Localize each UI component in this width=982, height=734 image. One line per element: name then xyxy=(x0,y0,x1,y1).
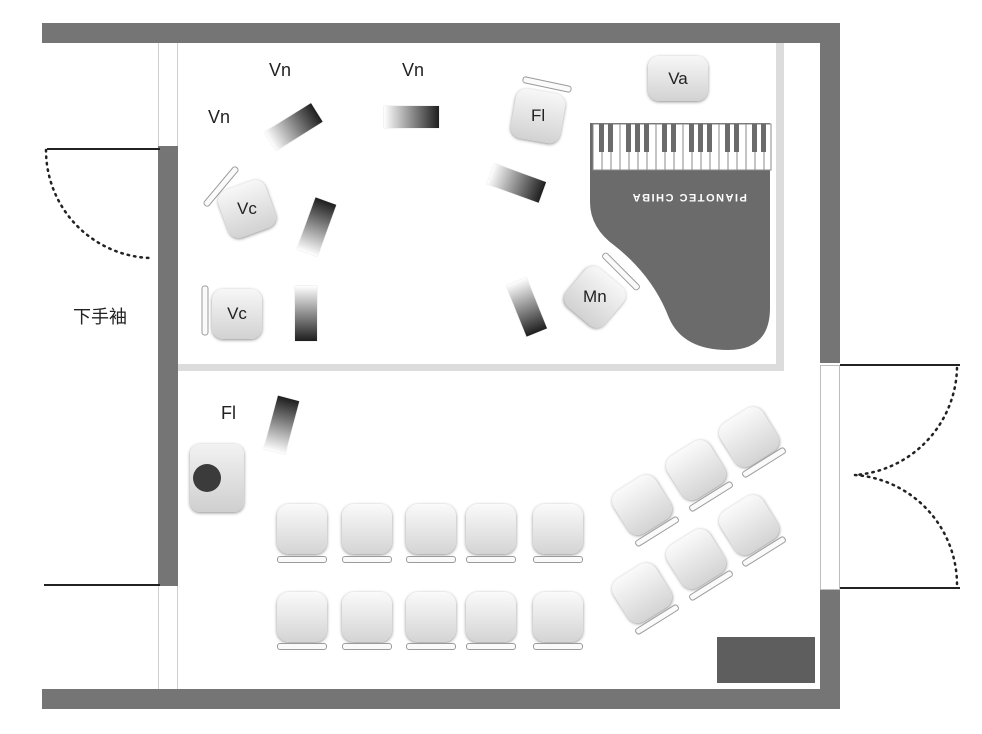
music-stand-vc-2 xyxy=(295,286,317,341)
vc-label-2: Vc xyxy=(227,304,247,323)
audience-seat-angled xyxy=(714,402,784,472)
chair-va: Va xyxy=(648,56,708,101)
audience-seat-back xyxy=(342,556,392,563)
right-door-line-bottom xyxy=(840,587,960,589)
left-door-line-top xyxy=(47,148,160,150)
bottom-wall xyxy=(42,689,840,709)
drum-head xyxy=(193,464,221,492)
right-wall-upper xyxy=(820,23,840,363)
fl-label-lower: Fl xyxy=(221,403,236,423)
vn-label-2: Vn xyxy=(402,60,425,80)
left-opening-upper-edge xyxy=(158,43,178,146)
chair-fl-1: Fl xyxy=(509,87,567,145)
grand-piano-icon: PIANOTEC CHIBA xyxy=(590,123,772,350)
music-stand-mn xyxy=(505,277,548,337)
left-opening-lower-edge xyxy=(158,586,178,689)
audience-seat xyxy=(342,504,392,554)
audience-seat-back xyxy=(277,556,327,563)
right-wall-lower xyxy=(820,590,840,709)
left-door-line-bottom xyxy=(44,584,160,586)
right-door-frame xyxy=(820,365,840,590)
audience-seat-back xyxy=(466,643,516,650)
audience-seat-back xyxy=(466,556,516,563)
audience-seat xyxy=(533,504,583,554)
audience-seat xyxy=(406,592,456,642)
music-stand-vn-1 xyxy=(264,103,323,151)
stage-edge-bottom xyxy=(178,364,784,371)
audience-seat xyxy=(533,592,583,642)
va-label: Va xyxy=(668,68,688,88)
stage-edge-right xyxy=(776,43,784,368)
audience-seat-back xyxy=(533,643,583,650)
left-wall-upper xyxy=(158,146,178,586)
vn-label-3: Vn xyxy=(208,107,231,127)
vc-label-1: Vc xyxy=(237,199,257,218)
fl-label-upper: Fl xyxy=(530,105,546,125)
music-stand-fl-2 xyxy=(263,395,300,455)
music-stand-fl-1 xyxy=(486,163,547,203)
right-door-line-top xyxy=(840,364,960,366)
audience-seat-back xyxy=(406,556,456,563)
audience-seat xyxy=(342,592,392,642)
music-stand-vn-2 xyxy=(384,106,439,128)
audience-seat-back xyxy=(533,556,583,563)
top-wall xyxy=(42,23,840,43)
audience-seat xyxy=(466,504,516,554)
music-stand-vc-1 xyxy=(296,197,337,257)
audience-seat-back xyxy=(277,643,327,650)
audience-seat-back xyxy=(342,643,392,650)
audience-seat xyxy=(466,592,516,642)
right-door-swing-icon xyxy=(853,366,959,586)
piano-brand-text: PIANOTEC CHIBA xyxy=(631,191,747,203)
audience-seat-back xyxy=(406,643,456,650)
mn-label: Mn xyxy=(583,287,607,306)
audience-seat xyxy=(277,504,327,554)
audience-seat xyxy=(277,592,327,642)
vn-label-1: Vn xyxy=(269,60,292,80)
audience-seat xyxy=(406,504,456,554)
stage-left-wing-label: 下手袖 xyxy=(73,307,127,327)
drum-icon xyxy=(190,444,244,512)
chair-back-vc-2 xyxy=(201,285,209,336)
floor-mat xyxy=(717,637,815,683)
left-door-swing-icon xyxy=(44,148,152,260)
chair-vc-2: Vc xyxy=(212,289,262,339)
